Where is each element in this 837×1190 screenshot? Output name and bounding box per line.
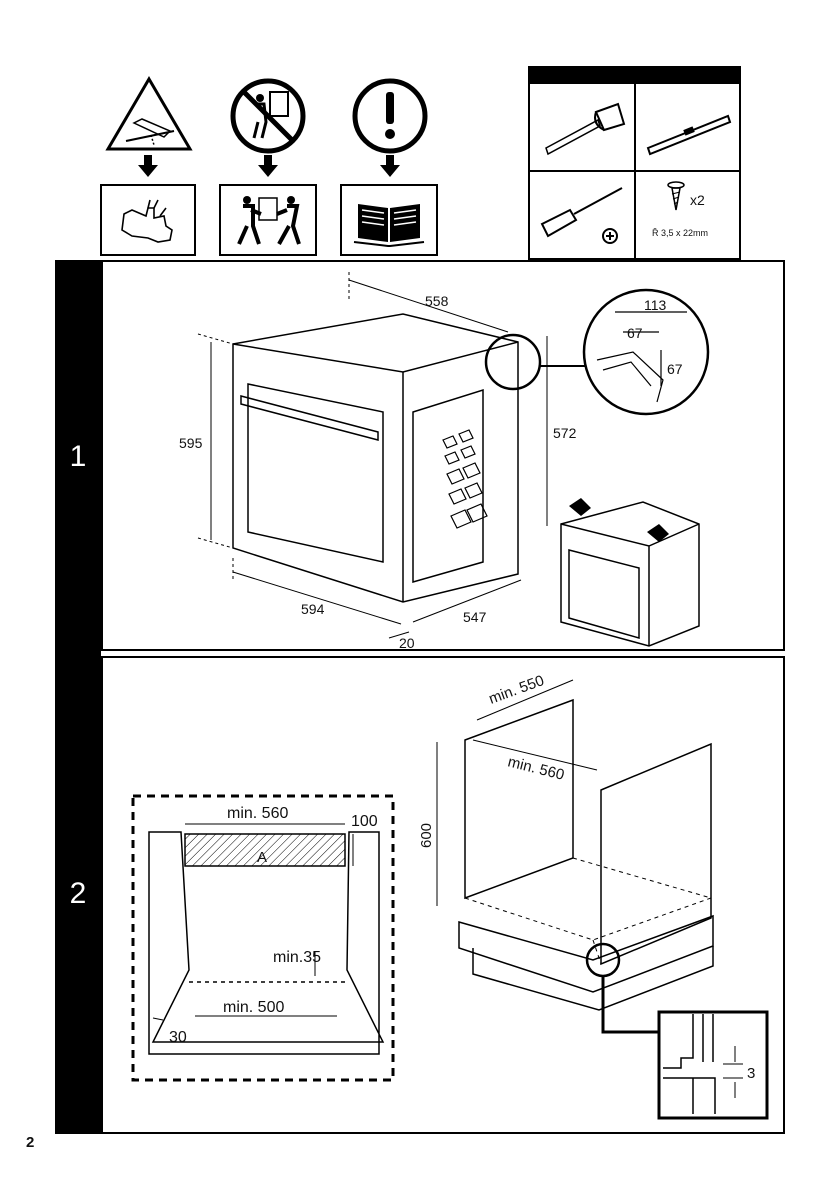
step-2-panel: min. 560 100 A min.35 min. 500 30 min. 5… <box>101 656 785 1134</box>
screwdriver-icon <box>536 176 632 256</box>
gloves-box <box>100 184 196 256</box>
dim-width-front: 594 <box>301 601 325 617</box>
plan-min-width: min. 560 <box>227 805 288 822</box>
dim-corner-b: 67 <box>627 325 643 341</box>
plan-side: 30 <box>169 1029 187 1046</box>
tools-header-bar <box>530 68 739 84</box>
page-number: 2 <box>26 1134 34 1151</box>
tools-panel: x2 Ř 3,5 x 22mm <box>528 66 741 260</box>
step-1-panel: 558 595 572 594 547 20 113 67 67 <box>101 260 785 651</box>
no-single-lift-icon <box>228 76 308 156</box>
plan-vent-depth: 100 <box>351 813 378 830</box>
dim-height-left: 595 <box>179 435 203 451</box>
step-number-2: 2 <box>55 877 101 911</box>
step-number-1: 1 <box>55 440 101 474</box>
screw-icon <box>664 180 688 214</box>
screw-size: Ř 3,5 x 22mm <box>652 228 708 238</box>
tape-measure-icon <box>536 90 632 168</box>
oven-dimensions-diagram: 558 595 572 594 547 20 113 67 67 <box>103 262 783 649</box>
two-person-lift-icon <box>221 186 315 254</box>
two-person-lift-box <box>219 184 317 256</box>
dim-height-right: 572 <box>553 425 577 441</box>
dim-depth-side: 547 <box>463 609 487 625</box>
cabinet-installation-diagram: min. 560 100 A min.35 min. 500 30 min. 5… <box>103 658 783 1132</box>
plan-min-gap: min.35 <box>273 949 321 966</box>
arrow-down-icon <box>378 155 402 179</box>
screw-count: x2 <box>690 192 705 208</box>
dim-depth-top: 558 <box>425 293 449 309</box>
vent-label-a: A <box>257 849 267 866</box>
spirit-level-icon <box>640 90 736 168</box>
step-bar: 1 2 <box>55 260 101 1134</box>
cabinet-height: 600 <box>418 823 435 848</box>
cabinet-min-width: min. 560 <box>506 753 566 783</box>
attention-icon <box>350 76 430 156</box>
gloves-icon <box>102 186 194 254</box>
plan-min-rear: min. 500 <box>223 999 284 1016</box>
detail-gap: 3 <box>747 1065 755 1082</box>
dim-corner-c: 67 <box>667 361 683 377</box>
dim-front-offset: 20 <box>399 635 415 649</box>
arrow-down-icon <box>256 155 280 179</box>
dim-corner-a: 113 <box>644 297 667 313</box>
cabinet-min-depth: min. 550 <box>487 672 547 708</box>
manual-box <box>340 184 438 256</box>
arrow-down-icon <box>136 155 160 179</box>
open-book-icon <box>342 186 436 254</box>
sharp-edge-warning-icon <box>104 75 194 155</box>
